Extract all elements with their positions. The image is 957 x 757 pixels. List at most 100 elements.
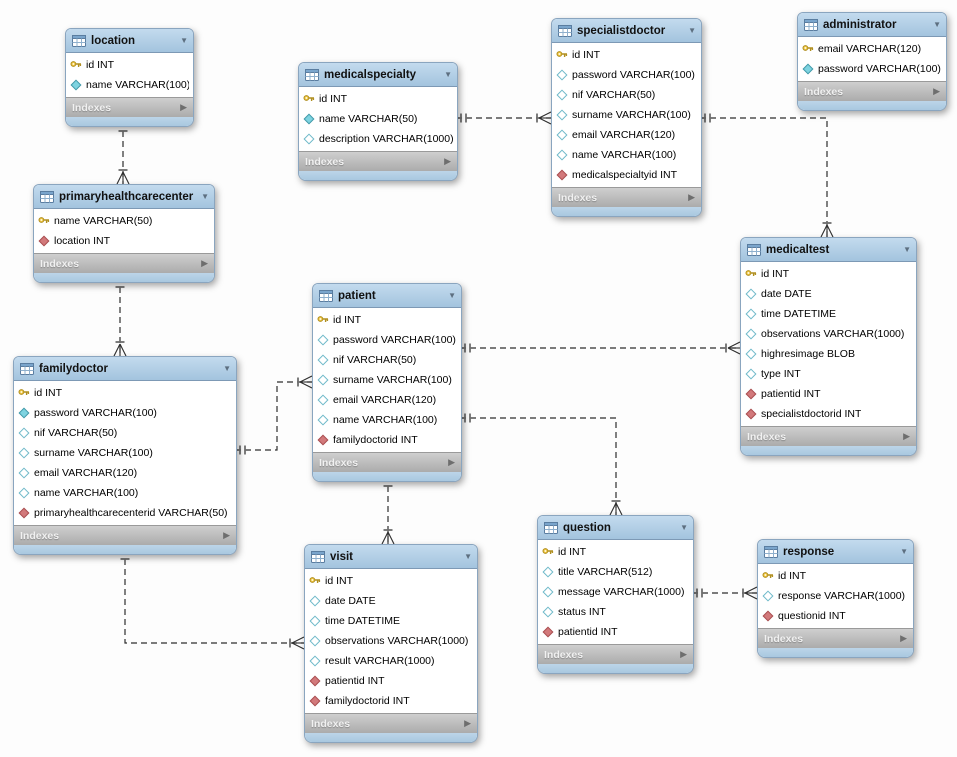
indexes-bar[interactable]: Indexes▶ — [305, 713, 477, 733]
field-row-medicaltest[interactable]: type INT — [741, 364, 916, 384]
indexes-bar[interactable]: Indexes▶ — [66, 97, 193, 117]
collapse-arrow-icon[interactable]: ▼ — [688, 25, 696, 35]
collapse-arrow-icon[interactable]: ▼ — [444, 69, 452, 79]
field-row-visit[interactable]: observations VARCHAR(1000) — [305, 631, 477, 651]
indexes-bar[interactable]: Indexes▶ — [313, 452, 461, 472]
connector-question-response[interactable] — [692, 586, 758, 600]
table-header-administrator[interactable]: administrator▼ — [798, 13, 946, 37]
field-row-specialistdoctor[interactable]: medicalspecialtyid INT — [552, 165, 701, 185]
field-row-visit[interactable]: familydoctorid INT — [305, 691, 477, 711]
field-row-visit[interactable]: id INT — [305, 571, 477, 591]
field-row-medicaltest[interactable]: patientid INT — [741, 384, 916, 404]
expand-arrow-icon[interactable]: ▶ — [201, 258, 208, 268]
field-row-question[interactable]: id INT — [538, 542, 693, 562]
table-header-familydoctor[interactable]: familydoctor▼ — [14, 357, 236, 381]
field-row-patient[interactable]: surname VARCHAR(100) — [313, 370, 461, 390]
collapse-arrow-icon[interactable]: ▼ — [933, 19, 941, 29]
indexes-bar[interactable]: Indexes▶ — [798, 81, 946, 101]
field-row-visit[interactable]: date DATE — [305, 591, 477, 611]
field-row-location[interactable]: name VARCHAR(100) — [66, 75, 193, 95]
table-header-medicaltest[interactable]: medicaltest▼ — [741, 238, 916, 262]
collapse-arrow-icon[interactable]: ▼ — [201, 191, 209, 201]
collapse-arrow-icon[interactable]: ▼ — [223, 363, 231, 373]
field-row-primaryhealthcarecenter[interactable]: name VARCHAR(50) — [34, 211, 214, 231]
connector-primaryhealthcarecenter-familydoctor[interactable] — [113, 277, 127, 357]
table-header-visit[interactable]: visit▼ — [305, 545, 477, 569]
indexes-bar[interactable]: Indexes▶ — [741, 426, 916, 446]
expand-arrow-icon[interactable]: ▶ — [688, 192, 695, 202]
field-row-specialistdoctor[interactable]: password VARCHAR(100) — [552, 65, 701, 85]
field-row-patient[interactable]: name VARCHAR(100) — [313, 410, 461, 430]
table-header-question[interactable]: question▼ — [538, 516, 693, 540]
expand-arrow-icon[interactable]: ▶ — [903, 431, 910, 441]
field-row-question[interactable]: title VARCHAR(512) — [538, 562, 693, 582]
expand-arrow-icon[interactable]: ▶ — [900, 633, 907, 643]
field-row-familydoctor[interactable]: surname VARCHAR(100) — [14, 443, 236, 463]
field-row-primaryhealthcarecenter[interactable]: location INT — [34, 231, 214, 251]
field-row-visit[interactable]: result VARCHAR(1000) — [305, 651, 477, 671]
field-row-medicaltest[interactable]: highresimage BLOB — [741, 344, 916, 364]
expand-arrow-icon[interactable]: ▶ — [933, 86, 940, 96]
collapse-arrow-icon[interactable]: ▼ — [180, 35, 188, 45]
field-row-visit[interactable]: patientid INT — [305, 671, 477, 691]
field-row-patient[interactable]: password VARCHAR(100) — [313, 330, 461, 350]
field-row-response[interactable]: response VARCHAR(1000) — [758, 586, 913, 606]
field-row-medicalspecialty[interactable]: name VARCHAR(50) — [299, 109, 457, 129]
expand-arrow-icon[interactable]: ▶ — [448, 457, 455, 467]
table-header-patient[interactable]: patient▼ — [313, 284, 461, 308]
field-row-medicalspecialty[interactable]: description VARCHAR(1000) — [299, 129, 457, 149]
table-header-response[interactable]: response▼ — [758, 540, 913, 564]
connector-patient-visit[interactable] — [381, 476, 395, 545]
table-header-specialistdoctor[interactable]: specialistdoctor▼ — [552, 19, 701, 43]
field-row-familydoctor[interactable]: password VARCHAR(100) — [14, 403, 236, 423]
field-row-administrator[interactable]: email VARCHAR(120) — [798, 39, 946, 59]
field-row-administrator[interactable]: password VARCHAR(100) — [798, 59, 946, 79]
connector-patient-question[interactable] — [460, 413, 623, 516]
field-row-medicaltest[interactable]: specialistdoctorid INT — [741, 404, 916, 424]
connector-specialistdoctor-medicaltest[interactable] — [700, 113, 834, 238]
field-row-visit[interactable]: time DATETIME — [305, 611, 477, 631]
field-row-specialistdoctor[interactable]: name VARCHAR(100) — [552, 145, 701, 165]
connector-medicalspecialty-specialistdoctor[interactable] — [456, 111, 552, 125]
table-administrator[interactable]: administrator▼email VARCHAR(120)password… — [797, 12, 947, 111]
collapse-arrow-icon[interactable]: ▼ — [900, 546, 908, 556]
field-row-question[interactable]: status INT — [538, 602, 693, 622]
field-row-specialistdoctor[interactable]: surname VARCHAR(100) — [552, 105, 701, 125]
connector-location-primaryhealthcarecenter[interactable] — [116, 121, 130, 185]
indexes-bar[interactable]: Indexes▶ — [538, 644, 693, 664]
table-header-medicalspecialty[interactable]: medicalspecialty▼ — [299, 63, 457, 87]
field-row-specialistdoctor[interactable]: email VARCHAR(120) — [552, 125, 701, 145]
indexes-bar[interactable]: Indexes▶ — [34, 253, 214, 273]
field-row-specialistdoctor[interactable]: id INT — [552, 45, 701, 65]
field-row-medicalspecialty[interactable]: id INT — [299, 89, 457, 109]
table-header-primaryhealthcarecenter[interactable]: primaryhealthcarecenter▼ — [34, 185, 214, 209]
indexes-bar[interactable]: Indexes▶ — [552, 187, 701, 207]
collapse-arrow-icon[interactable]: ▼ — [903, 244, 911, 254]
table-header-location[interactable]: location▼ — [66, 29, 193, 53]
expand-arrow-icon[interactable]: ▶ — [223, 530, 230, 540]
field-row-medicaltest[interactable]: id INT — [741, 264, 916, 284]
field-row-response[interactable]: questionid INT — [758, 606, 913, 626]
indexes-bar[interactable]: Indexes▶ — [14, 525, 236, 545]
connector-familydoctor-patient[interactable] — [235, 375, 313, 455]
field-row-patient[interactable]: familydoctorid INT — [313, 430, 461, 450]
connector-familydoctor-visit[interactable] — [120, 549, 305, 650]
field-row-medicaltest[interactable]: date DATE — [741, 284, 916, 304]
field-row-medicaltest[interactable]: time DATETIME — [741, 304, 916, 324]
collapse-arrow-icon[interactable]: ▼ — [680, 522, 688, 532]
expand-arrow-icon[interactable]: ▶ — [444, 156, 451, 166]
indexes-bar[interactable]: Indexes▶ — [299, 151, 457, 171]
connector-patient-medicaltest[interactable] — [460, 341, 741, 355]
field-row-familydoctor[interactable]: id INT — [14, 383, 236, 403]
field-row-patient[interactable]: nif VARCHAR(50) — [313, 350, 461, 370]
collapse-arrow-icon[interactable]: ▼ — [448, 290, 456, 300]
